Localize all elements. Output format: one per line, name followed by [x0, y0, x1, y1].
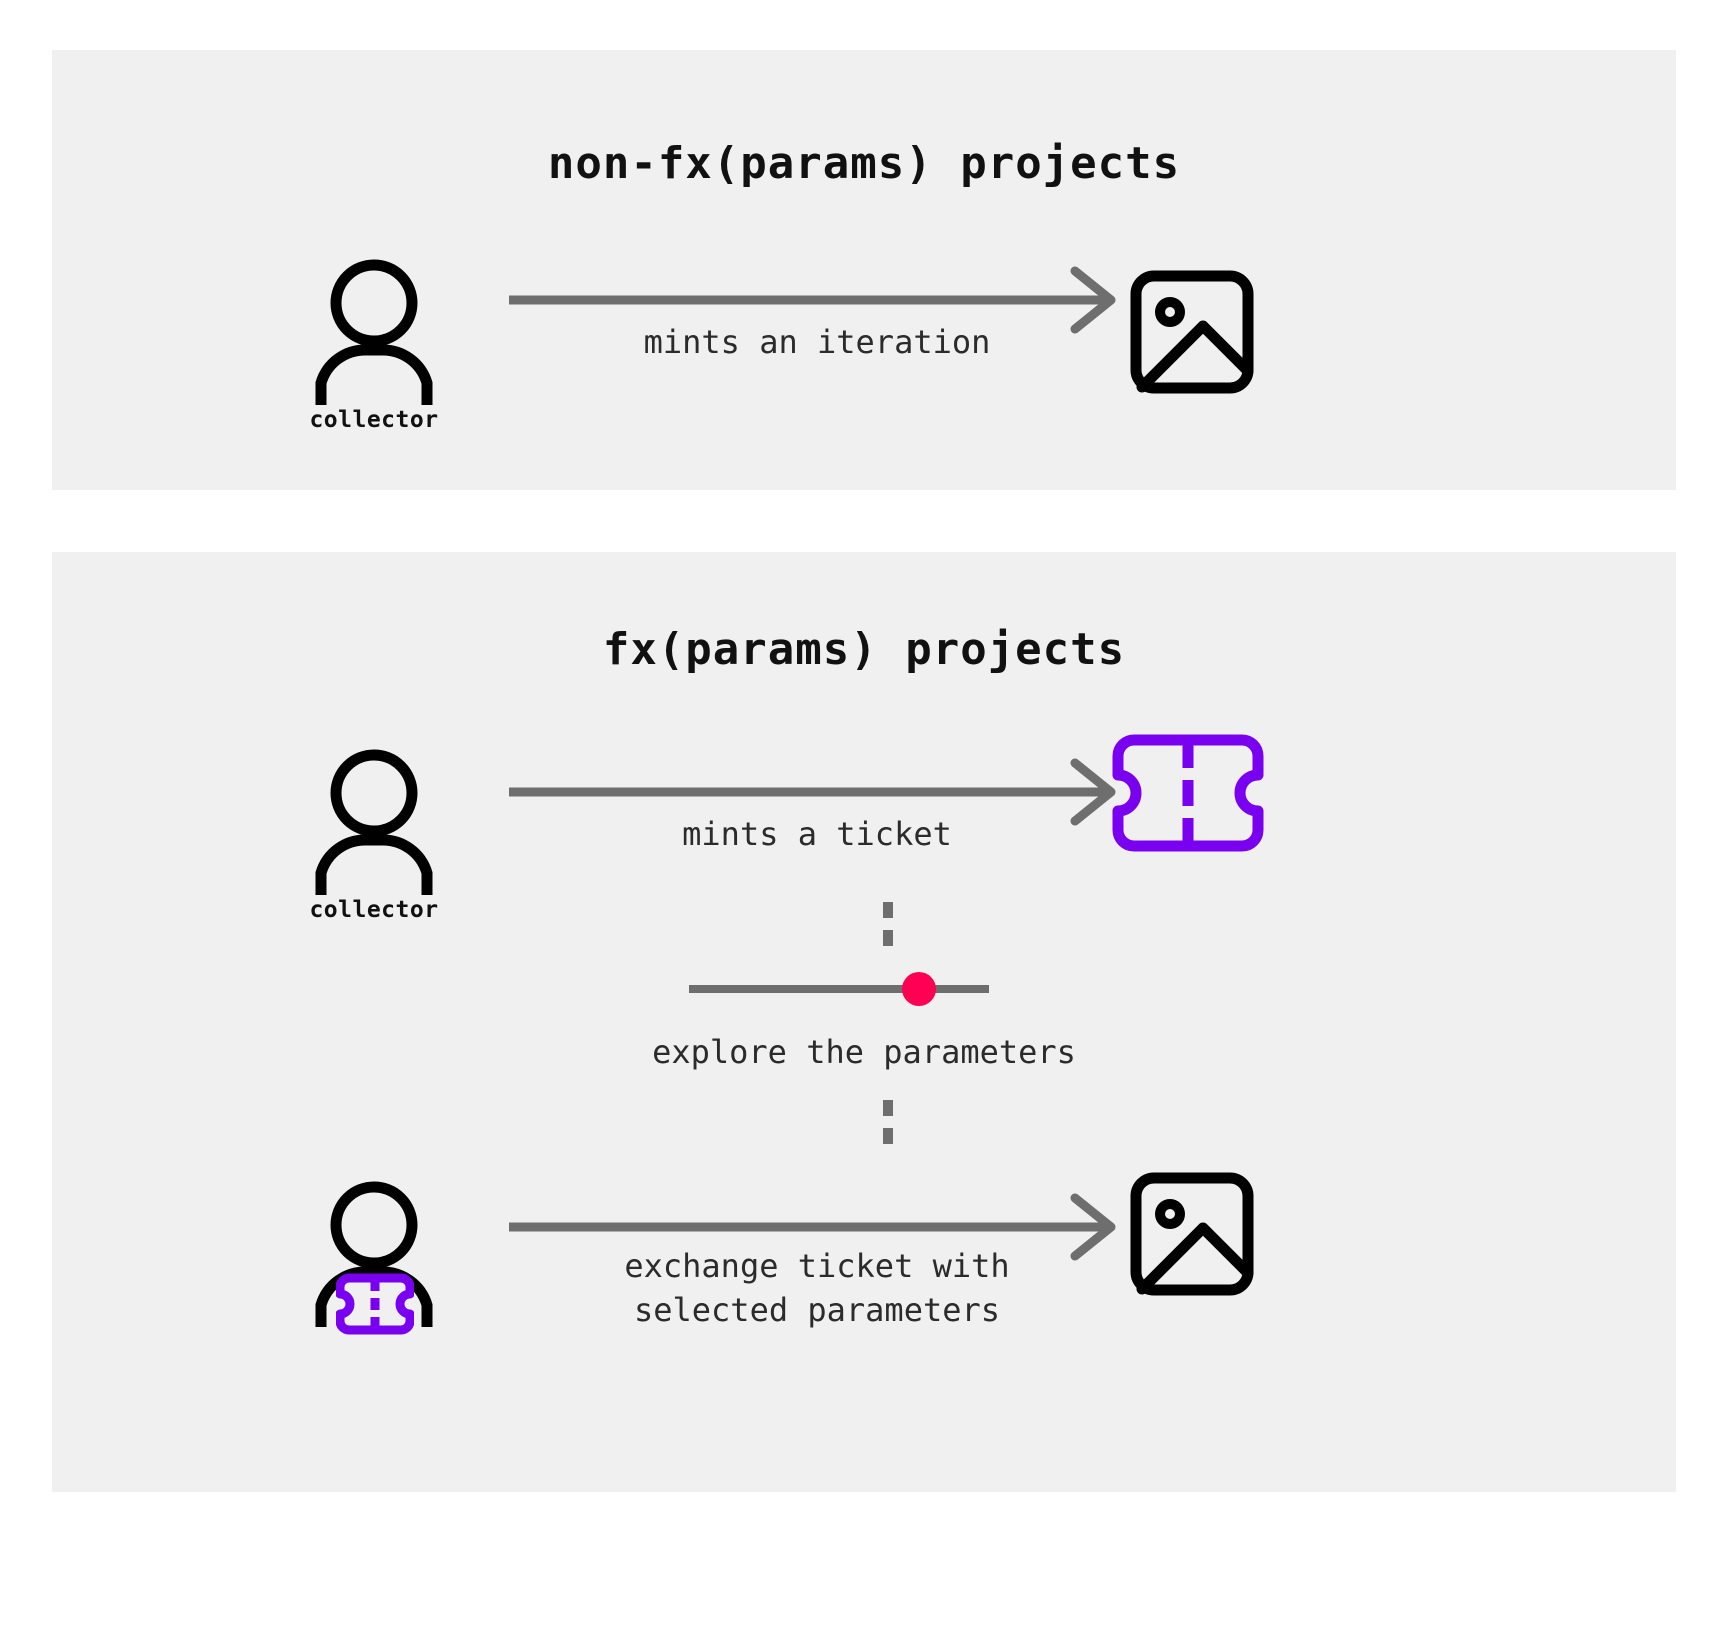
middle-step-label: explore the parameters — [652, 1033, 1076, 1071]
image-icon-1 — [1130, 270, 1254, 398]
flow-arrow-exchange-ticket: exchange ticket with selected parameters — [507, 1192, 1127, 1352]
dot-segment — [883, 930, 893, 946]
image-icon — [1130, 270, 1254, 394]
arrow-right-icon — [509, 266, 1116, 334]
collector-label-1: collector — [309, 407, 439, 433]
flow-arrow-mints-an-iteration: mints an iteration — [507, 265, 1127, 385]
slider-knob[interactable] — [902, 972, 936, 1006]
person-icon — [315, 749, 433, 895]
parameters-slider[interactable] — [689, 972, 989, 1006]
flow-arrow-mints-a-ticket: mints a ticket — [507, 757, 1127, 877]
dot-segment — [883, 1128, 893, 1144]
section-title-fx-params: fx(params) projects — [602, 624, 1126, 675]
person-icon — [315, 259, 433, 405]
person-icon — [315, 1181, 433, 1327]
section-non-fx-params: non-fx(params) projects collector mints … — [52, 50, 1676, 490]
dotted-connector-lower — [883, 1100, 893, 1144]
section-fx-params: fx(params) projects collector mints a ti… — [52, 552, 1676, 1492]
slider-track[interactable] — [689, 985, 989, 993]
flow-label-mints-an-iteration: mints an iteration — [643, 323, 991, 361]
ticket-icon-large — [1112, 734, 1264, 856]
dot-segment — [883, 902, 893, 918]
ticket-icon — [1112, 734, 1264, 852]
ticket-badge-on-collector — [335, 1273, 415, 1339]
collector-figure-2: collector — [284, 745, 464, 935]
image-icon-2 — [1130, 1172, 1254, 1300]
arrow-right-icon — [509, 758, 1116, 826]
collector-figure-1: collector — [284, 255, 464, 445]
dot-segment — [883, 1100, 893, 1116]
arrow-right-icon — [509, 1193, 1116, 1261]
ticket-icon — [335, 1273, 415, 1335]
flow-label-exchange-ticket: exchange ticket with selected parameters — [624, 1247, 1010, 1330]
collector-figure-3 — [284, 1177, 464, 1367]
collector-label-2: collector — [309, 897, 439, 923]
dotted-connector-upper — [883, 902, 893, 946]
section-title-non-fx-params: non-fx(params) projects — [547, 138, 1181, 189]
flow-label-mints-a-ticket: mints a ticket — [682, 815, 952, 853]
image-icon — [1130, 1172, 1254, 1296]
